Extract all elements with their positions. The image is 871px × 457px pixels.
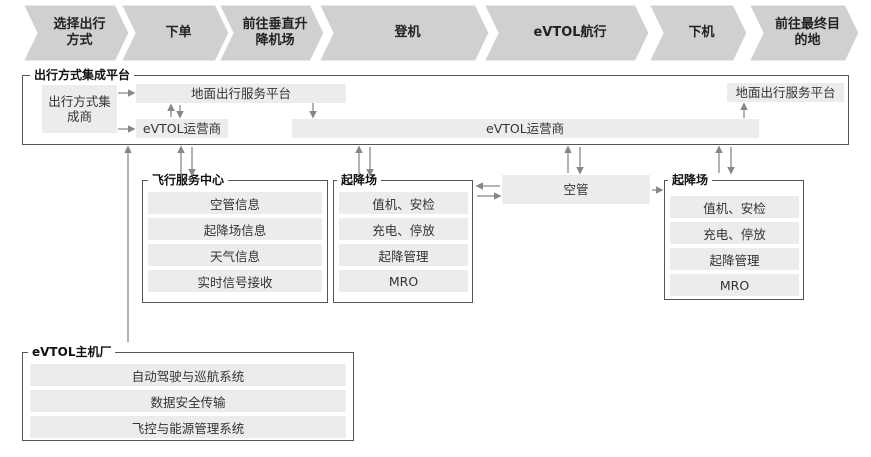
manufacturer-item: 数据安全传输 [30, 390, 346, 412]
vertiport-arrival-group [664, 180, 804, 300]
manufacturer-item: 自动驾驶与巡航系统 [30, 364, 346, 386]
flight-service-title: 飞行服务中心 [148, 173, 229, 187]
stage-label-4: eVTOL航行 [533, 25, 607, 40]
stage-chevron-2 [215, 2, 327, 64]
manufacturer-group [22, 352, 354, 441]
ground-platform-right: 地面出行服务平台 [727, 83, 844, 102]
flight-service-item: 实时信号接收 [148, 270, 322, 292]
integrator-box: 出行方式集 成商 [42, 85, 117, 133]
platform-group [22, 75, 849, 145]
stage-chevron-3 [315, 2, 492, 64]
stage-chevron-1 [117, 2, 232, 64]
stage-chevron-6 [745, 2, 862, 64]
vertiport-departure-item: MRO [339, 270, 468, 292]
stage-label-5: 下机 [688, 25, 715, 40]
manufacturer-item: 飞控与能源管理系统 [30, 416, 346, 438]
stage-label-0: 选择出行 方式 [53, 17, 106, 48]
platform-title: 出行方式集成平台 [30, 68, 135, 82]
flight-service-group [142, 180, 328, 303]
stage-label-2: 前往垂直升 降机场 [242, 17, 308, 48]
stage-chevron-4 [480, 2, 652, 64]
vertiport-departure-item: 充电、停放 [339, 218, 468, 240]
stage-chevron-5 [645, 2, 750, 64]
vertiport-arrival-item: 值机、安检 [670, 196, 799, 218]
process-stages-bar [19, 2, 862, 64]
stage-label-1: 下单 [165, 25, 192, 40]
operator-main-label: eVTOL运营商 [486, 121, 565, 136]
stage-chevron-0 [19, 2, 132, 64]
flight-service-item: 天气信息 [148, 244, 322, 266]
operator-main: eVTOL运营商 [292, 119, 759, 138]
vertiport-arrival-title: 起降场 [668, 173, 713, 187]
vertiport-departure-group [333, 180, 473, 303]
atc-box: 空管 [502, 175, 650, 204]
stage-label-6: 前往最终目 的地 [774, 17, 840, 48]
vertiport-departure-title: 起降场 [337, 173, 382, 187]
ground-platform-left: 地面出行服务平台 [136, 84, 346, 103]
vertiport-arrival-item: MRO [670, 274, 799, 296]
vertiport-arrival-item: 充电、停放 [670, 222, 799, 244]
vertiport-arrival-item: 起降管理 [670, 248, 799, 270]
flight-service-item: 空管信息 [148, 192, 322, 214]
vertiport-departure-item: 起降管理 [339, 244, 468, 266]
stage-label-3: 登机 [394, 25, 421, 40]
vertiport-departure-item: 值机、安检 [339, 192, 468, 214]
operator-left: eVTOL运营商 [136, 119, 228, 138]
manufacturer-title: eVTOL主机厂 [28, 345, 116, 359]
flight-service-item: 起降场信息 [148, 218, 322, 240]
